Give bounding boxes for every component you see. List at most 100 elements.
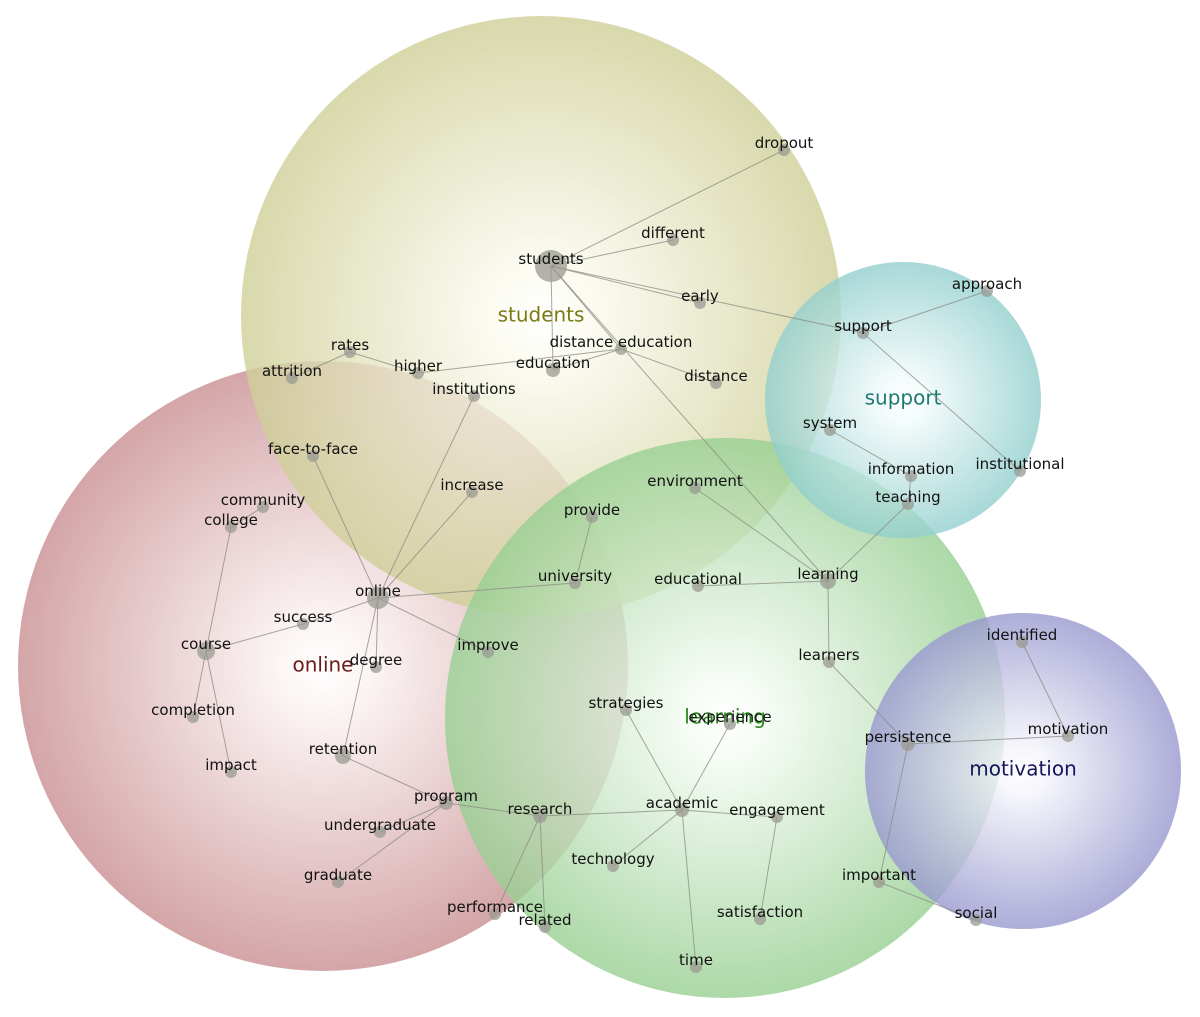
node-persistence[interactable] (901, 737, 915, 751)
node-learners[interactable] (823, 656, 835, 668)
edge-academic-to-engagement (681, 809, 778, 818)
edge-online-to-success (302, 597, 379, 625)
edge-rates-to-higher (349, 351, 419, 374)
term-label-different: different (641, 224, 705, 242)
edge-teaching-to-learning (827, 503, 909, 582)
node-different[interactable] (667, 234, 679, 246)
term-label-environment: environment (647, 472, 743, 490)
node-university[interactable] (569, 577, 581, 589)
term-label-engagement: engagement (729, 801, 825, 819)
node-distance[interactable] (710, 377, 722, 389)
edge-persistence-to-important (878, 743, 909, 883)
node-early[interactable] (694, 297, 706, 309)
edge-important-to-social (878, 881, 977, 921)
node-rates[interactable] (344, 346, 356, 358)
node-satisfaction[interactable] (754, 913, 766, 925)
node-impact[interactable] (225, 766, 237, 778)
node-technology[interactable] (607, 860, 619, 872)
term-label-impact: impact (205, 756, 257, 774)
node-important[interactable] (873, 876, 885, 888)
node-approach[interactable] (981, 285, 993, 297)
node-students[interactable] (535, 250, 567, 282)
node-face-to-face[interactable] (307, 450, 319, 462)
node-program[interactable] (439, 796, 453, 810)
node-dropout[interactable] (778, 144, 790, 156)
term-label-educational: educational (654, 570, 742, 588)
edge-program-to-research (445, 802, 541, 817)
edge-academic-to-strategies (625, 709, 683, 811)
edge-learners-to-persistence (828, 661, 909, 745)
term-label-time: time (679, 951, 713, 969)
edge-educational-to-learning (697, 580, 829, 587)
edge-research-to-performance (494, 815, 541, 915)
term-label-important: important (842, 866, 916, 884)
term-label-teaching: teaching (875, 488, 940, 506)
edge-course-to-success (205, 623, 304, 652)
cluster-bubbles (18, 16, 1181, 998)
term-label-social: social (955, 904, 998, 922)
node-completion[interactable] (187, 711, 199, 723)
node-college[interactable] (225, 521, 237, 533)
node-improve[interactable] (482, 646, 494, 658)
node-support[interactable] (857, 327, 869, 339)
node-online[interactable] (367, 587, 389, 609)
node-undergraduate[interactable] (374, 826, 386, 838)
edge-environment-to-learning (694, 487, 829, 582)
node-experience[interactable] (724, 718, 736, 730)
edge-academic-to-experience (681, 723, 731, 811)
term-label-online: online (355, 582, 401, 600)
term-label-motivation: motivation (1028, 720, 1109, 738)
node-course[interactable] (197, 642, 215, 660)
node-attrition[interactable] (286, 372, 298, 384)
node-time[interactable] (690, 961, 702, 973)
edge-rates-to-attrition (291, 351, 351, 379)
term-label-completion: completion (151, 701, 235, 719)
edge-identified-to-motivation (1021, 641, 1069, 737)
cluster-label-students: students (498, 303, 585, 327)
node-success[interactable] (297, 618, 309, 630)
edge-students-to-education (550, 265, 554, 371)
term-label-distance-education: distance education (550, 333, 693, 351)
node-engagement[interactable] (771, 811, 783, 823)
term-label-attrition: attrition (262, 362, 322, 380)
term-label-distance: distance (684, 367, 748, 385)
node-system[interactable] (824, 424, 836, 436)
node-performance[interactable] (489, 908, 501, 920)
node-research[interactable] (533, 809, 547, 823)
node-increase[interactable] (466, 486, 478, 498)
cluster-label-motivation: motivation (969, 757, 1077, 781)
edge-face-to-face-to-online (312, 455, 379, 599)
node-distance-education[interactable] (615, 343, 627, 355)
node-environment[interactable] (689, 482, 701, 494)
node-institutional[interactable] (1014, 465, 1026, 477)
node-identified[interactable] (1016, 636, 1028, 648)
node-community[interactable] (257, 501, 269, 513)
cluster-bubble-learning (445, 438, 1005, 998)
node-teaching[interactable] (902, 498, 914, 510)
node-social[interactable] (970, 914, 982, 926)
node-motivation[interactable] (1062, 730, 1074, 742)
node-education[interactable] (546, 363, 560, 377)
term-label-face-to-face: face-to-face (268, 440, 358, 458)
node-retention[interactable] (335, 748, 351, 764)
node-degree[interactable] (370, 661, 382, 673)
term-label-university: university (538, 567, 612, 585)
edge-increase-to-online (377, 491, 473, 599)
term-label-provide: provide (564, 501, 620, 519)
node-higher[interactable] (412, 367, 424, 379)
node-academic[interactable] (675, 803, 689, 817)
node-learning[interactable] (820, 573, 836, 589)
edge-online-to-degree (375, 597, 379, 668)
node-related[interactable] (539, 921, 551, 933)
edge-academic-to-technology (612, 809, 683, 867)
edge-engagement-to-satisfaction (759, 816, 778, 920)
node-educational[interactable] (692, 580, 704, 592)
node-institutions[interactable] (468, 390, 480, 402)
term-label-community: community (221, 491, 306, 509)
node-information[interactable] (905, 470, 917, 482)
node-graduate[interactable] (332, 876, 344, 888)
node-provide[interactable] (586, 511, 598, 523)
edge-system-to-information (829, 429, 912, 477)
node-strategies[interactable] (620, 704, 632, 716)
